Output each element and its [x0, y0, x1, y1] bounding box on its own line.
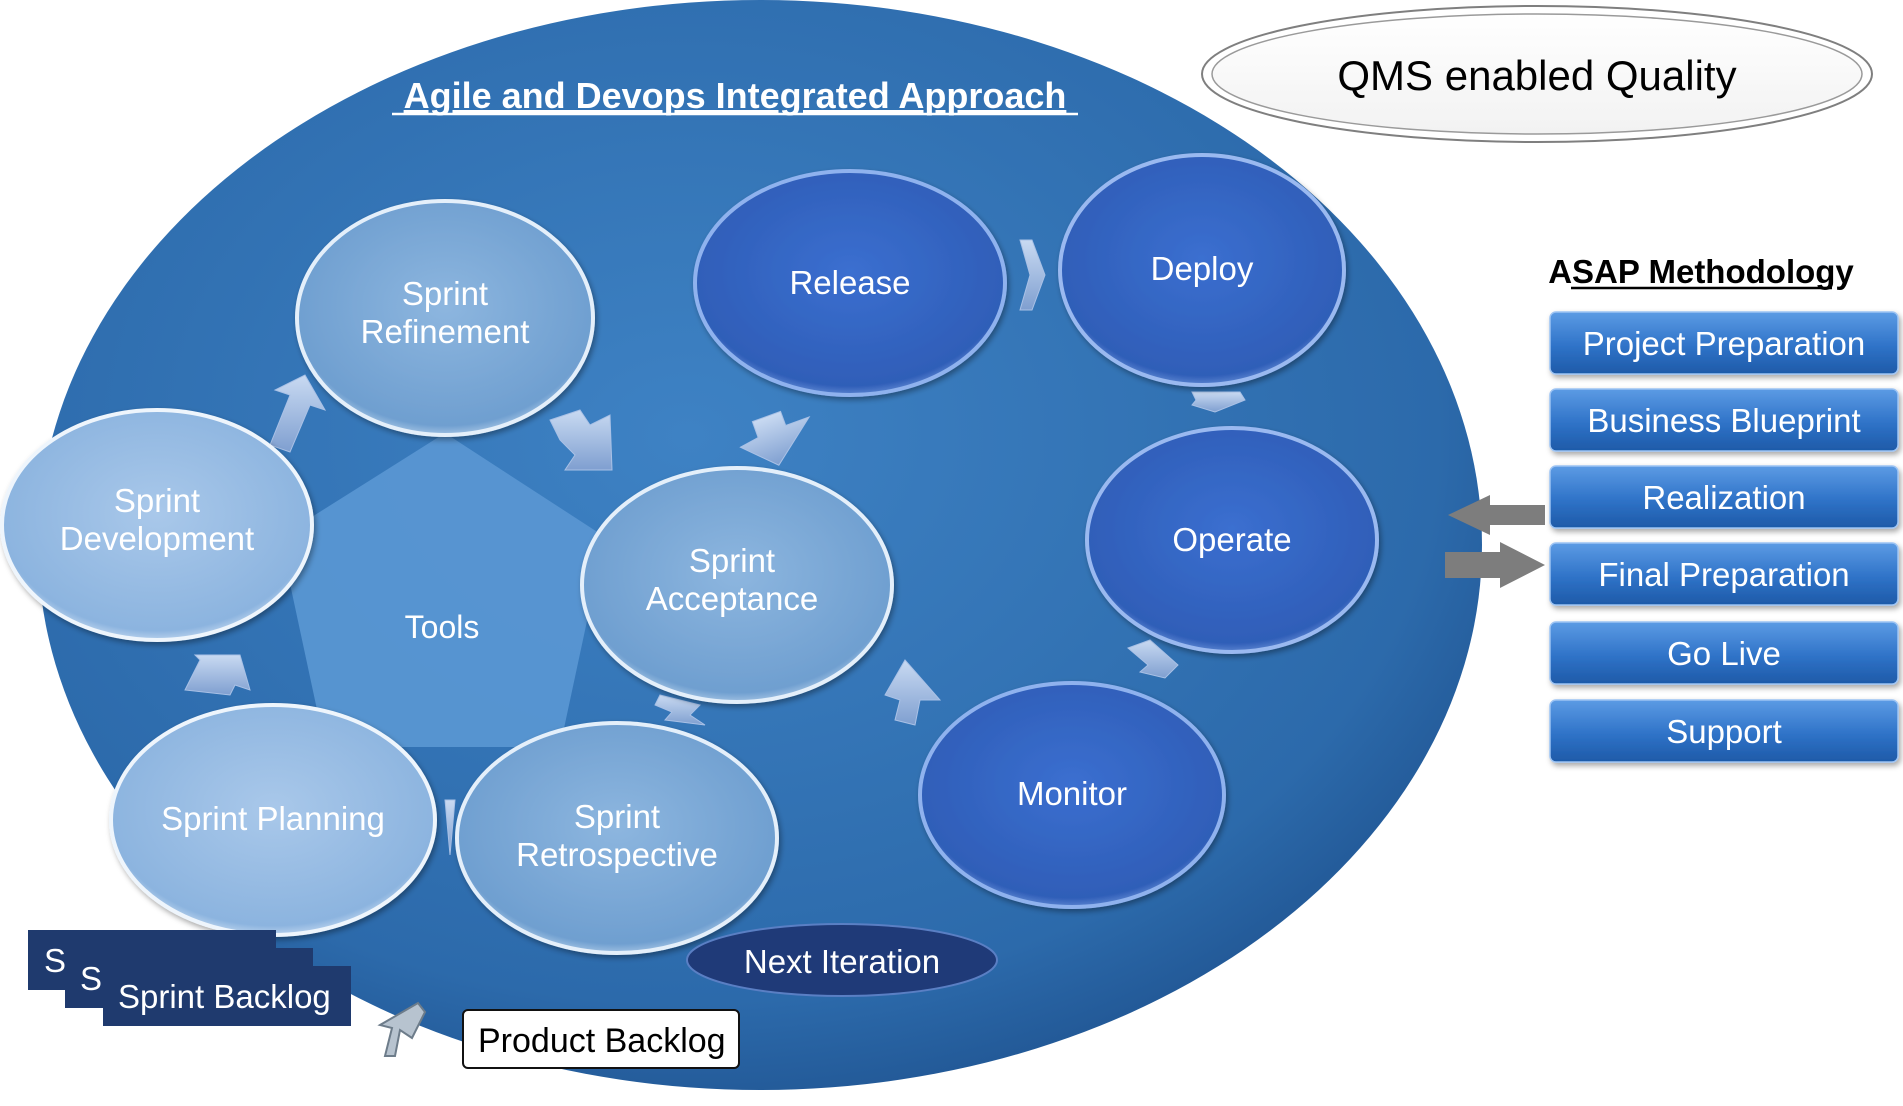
arrow-development-to-refinement	[269, 374, 327, 453]
label-operate: Operate	[1172, 521, 1291, 558]
label-sprint-acceptance-2: Acceptance	[646, 580, 818, 617]
node-sprint-retrospective	[455, 721, 779, 955]
arrow-retrospective-to-planning	[444, 799, 456, 856]
asap-phase-business-blueprint	[1549, 388, 1899, 452]
arrow-monitor-to-acceptance	[884, 659, 942, 726]
node-deploy	[1058, 153, 1346, 387]
label-sprint-development-2: Development	[60, 520, 254, 557]
sprint-backlog-card-1-label: S	[44, 942, 66, 979]
devops-arrows	[884, 239, 1246, 726]
next-iteration-pill	[686, 923, 998, 997]
asap-phases	[1549, 311, 1899, 763]
asap-phase-label-4: Final Preparation	[1598, 556, 1849, 593]
node-labels: Sprint Refinement Sprint Development Spr…	[60, 250, 1292, 873]
arrow-acceptance-to-release	[739, 410, 811, 466]
label-sprint-refinement-2: Refinement	[361, 313, 530, 350]
tools-label: Tools	[405, 609, 480, 645]
asap-phase-support	[1549, 699, 1899, 763]
label-sprint-retrospective-1: Sprint	[574, 798, 660, 835]
arrow-deploy-to-operate	[1191, 391, 1246, 413]
asap-phase-labels: Project Preparation Business Blueprint R…	[1583, 325, 1865, 750]
label-release: Release	[789, 264, 910, 301]
tools-pentagon	[280, 433, 605, 747]
asap-phase-label-1: Project Preparation	[1583, 325, 1865, 362]
arrow-operate-to-monitor	[1127, 639, 1179, 679]
label-sprint-retrospective-2: Retrospective	[516, 836, 718, 873]
diagram-title: Agile and Devops Integrated Approach	[404, 75, 1067, 116]
arrow-refinement-to-acceptance	[549, 409, 613, 471]
asap-phase-label-2: Business Blueprint	[1587, 402, 1860, 439]
next-iteration-label: Next Iteration	[744, 943, 940, 980]
node-release	[693, 169, 1007, 397]
qms-label: QMS enabled Quality	[1337, 52, 1736, 99]
sprint-backlog-stack: S S Sprint Backlog	[28, 930, 351, 1026]
sprint-backlog-card-2-label: S	[80, 960, 102, 997]
product-backlog-label: Product Backlog	[478, 1022, 726, 1060]
asap-phase-label-5: Go Live	[1667, 635, 1781, 672]
node-operate	[1085, 426, 1379, 654]
asap-phase-label-3: Realization	[1642, 479, 1805, 516]
node-sprint-development	[0, 408, 314, 642]
label-sprint-refinement-1: Sprint	[402, 275, 488, 312]
qms-ellipse	[1211, 13, 1863, 135]
asap-phase-go-live	[1549, 621, 1899, 685]
arrow-release-to-deploy	[1019, 239, 1046, 311]
arrow-planning-to-development	[184, 654, 251, 696]
arrow-right-to-asap	[1445, 542, 1545, 588]
node-sprint-acceptance	[580, 466, 894, 704]
agile-arrows	[184, 374, 811, 856]
devops-nodes	[693, 153, 1379, 909]
asap-connector-arrows	[1445, 495, 1545, 588]
agile-nodes	[0, 199, 894, 955]
label-sprint-development-1: Sprint	[114, 482, 200, 519]
asap-phase-final-preparation	[1549, 542, 1899, 606]
node-sprint-refinement	[295, 199, 595, 437]
asap-phase-project-preparation	[1549, 311, 1899, 375]
asap-title: ASAP Methodology	[1548, 253, 1854, 290]
label-sprint-acceptance-1: Sprint	[689, 542, 775, 579]
product-backlog-arrow	[377, 1001, 427, 1057]
asap-phase-label-6: Support	[1666, 713, 1782, 750]
arrow-left-to-diagram	[1448, 495, 1545, 535]
label-sprint-planning: Sprint Planning	[161, 800, 385, 837]
label-monitor: Monitor	[1017, 775, 1127, 812]
product-backlog-box	[462, 1009, 740, 1069]
asap-phase-realization	[1549, 465, 1899, 529]
sprint-backlog-card-3	[103, 966, 351, 1026]
sprint-backlog-card-3-label: Sprint Backlog	[118, 978, 331, 1015]
node-monitor	[918, 681, 1226, 909]
label-deploy: Deploy	[1151, 250, 1254, 287]
arrow-acceptance-to-retrospective	[654, 694, 706, 726]
